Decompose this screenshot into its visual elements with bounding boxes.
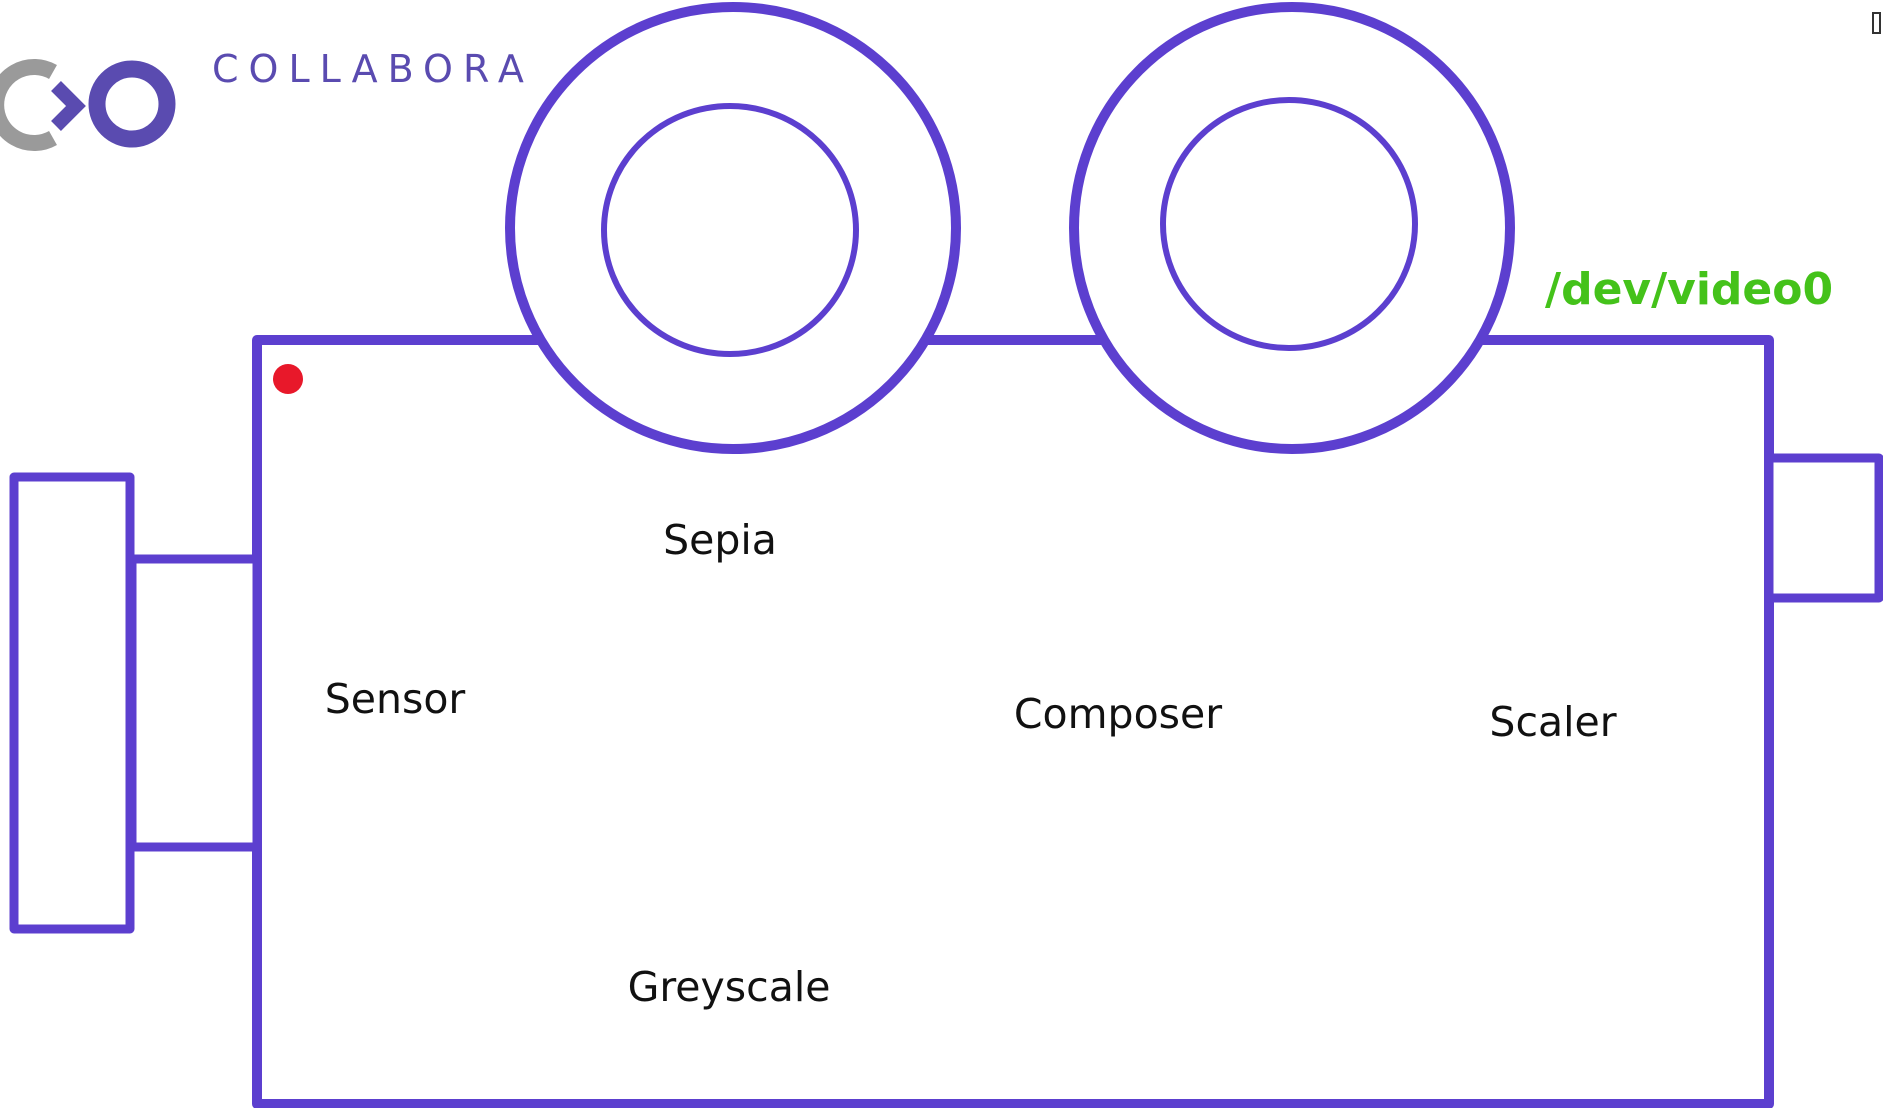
lens-barrel bbox=[132, 559, 257, 847]
collabora-logo-icon bbox=[0, 67, 167, 143]
node-label-scaler: Scaler bbox=[1489, 702, 1616, 743]
lens-front bbox=[14, 477, 130, 929]
corner-glyph-icon bbox=[1872, 12, 1881, 34]
node-label-greyscale: Greyscale bbox=[628, 967, 831, 1008]
film-reel-left-inner bbox=[604, 106, 856, 354]
collabora-logo-text: COLLABORA bbox=[212, 50, 534, 88]
camera-viewfinder bbox=[1769, 458, 1879, 598]
film-reel-right-inner bbox=[1163, 100, 1415, 348]
node-label-composer: Composer bbox=[1014, 694, 1222, 735]
device-path-label: /dev/video0 bbox=[1545, 268, 1833, 312]
record-indicator-icon bbox=[273, 364, 303, 394]
node-label-sensor: Sensor bbox=[325, 679, 466, 720]
node-label-sepia: Sepia bbox=[663, 520, 777, 561]
